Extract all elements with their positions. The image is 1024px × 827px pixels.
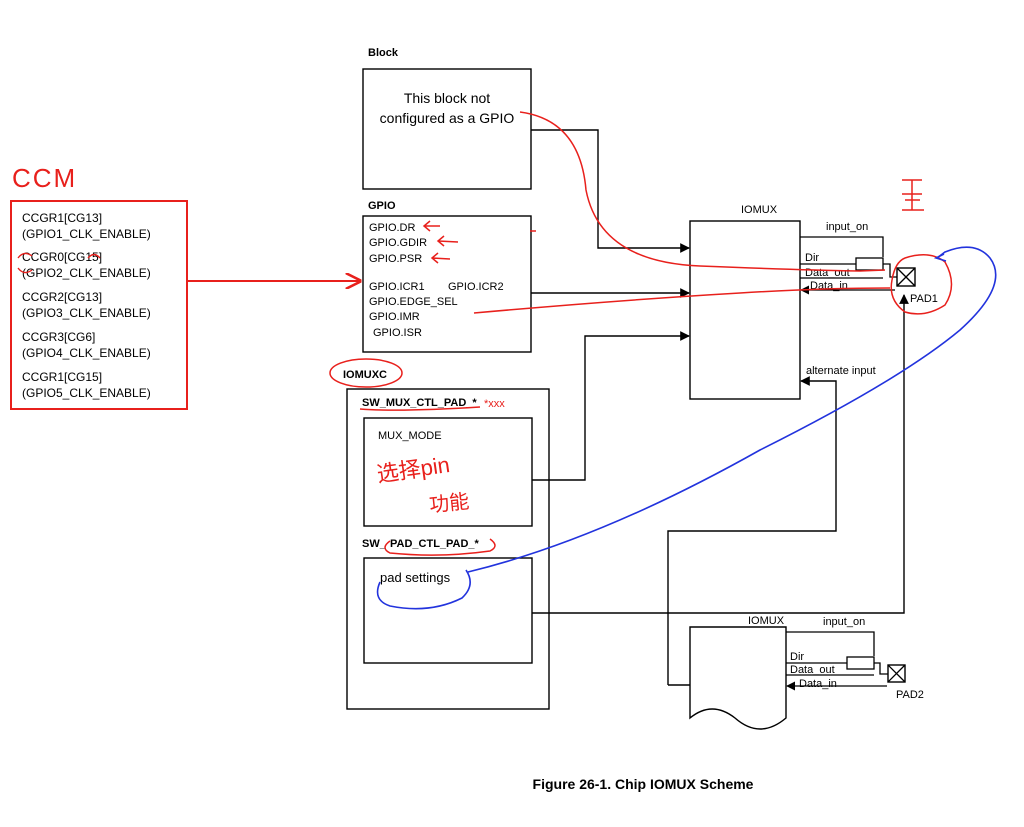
- ccm-entry-reg: CCGR1[CG15]: [22, 370, 102, 384]
- iomux-second-dir: Dir: [790, 651, 804, 663]
- gpio-reg-imr: GPIO.IMR: [369, 311, 420, 323]
- gpio-reg-edge-sel: GPIO.EDGE_SEL: [369, 296, 458, 308]
- io-glyph: [902, 179, 924, 211]
- gdir-arrow-mark: [436, 235, 459, 247]
- pad-ctl-reg-label: PAD_CTL_PAD_*: [390, 538, 480, 550]
- mux-note-line2: 功能: [428, 490, 470, 517]
- input-on-line-2: [786, 631, 875, 656]
- block-to-dataout-curve: [519, 111, 886, 272]
- psr-arrow-mark: [430, 252, 451, 264]
- pad2-label: PAD2: [896, 689, 924, 701]
- iomux-second-group: IOMUX input_on Dir Data_out Data_in PAD2: [689, 615, 924, 730]
- ccm-entry-reg: CCGR0[CG15]: [22, 250, 102, 264]
- mux-suffix-note: *xxx: [484, 398, 505, 410]
- ccm-group: CCM CCGR1[CG13] (GPIO1_CLK_ENABLE) CCGR0…: [10, 163, 360, 410]
- block-to-iomux-arrow: [531, 129, 690, 253]
- mux-note-line1: 选择pin: [375, 452, 451, 487]
- block-title: Block: [368, 47, 399, 59]
- pad-settings-to-pad1-curve: [467, 246, 997, 573]
- iomuxc-box: [346, 388, 550, 710]
- iomux-main-box: [689, 220, 801, 400]
- mux-mode-box: [363, 417, 533, 527]
- iomux-main-data-out: Data_out: [805, 267, 850, 279]
- figure-caption: Figure 26-1. Chip IOMUX Scheme: [533, 776, 754, 792]
- iomux-second-data-in: Data_in: [799, 678, 837, 690]
- pad2-icon: [887, 664, 906, 683]
- mux-ctl-reg-label: SW_MUX_CTL_PAD_*: [362, 397, 477, 409]
- input-on-line: [800, 236, 884, 257]
- pad1-icon: [896, 267, 916, 287]
- gpio-box: [362, 215, 532, 353]
- ccm-entry-reg: CCGR3[CG6]: [22, 330, 95, 344]
- gpio-reg-dr: GPIO.DR: [369, 222, 416, 234]
- pad-ctl-circle: [384, 538, 496, 556]
- ccm-entry: CCGR3[CG6] (GPIO4_CLK_ENABLE): [22, 330, 151, 360]
- ccm-entry-clk: (GPIO5_CLK_ENABLE): [22, 386, 151, 400]
- mux-underline: [359, 406, 481, 411]
- iomux-second-input-on: input_on: [823, 616, 865, 628]
- buffer-to-pad1: [883, 263, 897, 278]
- iomux-main-alt-input: alternate input: [806, 365, 876, 377]
- iomux-main-title: IOMUX: [741, 204, 778, 216]
- ccgr0-squiggle: [17, 252, 101, 274]
- block-box: [362, 68, 532, 190]
- iomuxc-title: IOMUXC: [343, 369, 387, 381]
- pad-settings-to-pad1-arrow: [532, 294, 909, 614]
- dr-arrow-mark: [422, 220, 440, 232]
- alternate-input-arrow: [667, 376, 837, 685]
- connectors: [531, 129, 909, 686]
- red-annotations: [329, 111, 953, 556]
- pad-settings-circle: [376, 569, 471, 610]
- pad2-output-buffer: [846, 656, 875, 670]
- iomuxc-group: IOMUXC SW_MUX_CTL_PAD_* MUX_MODE SW_ PAD…: [343, 369, 550, 710]
- ccm-title: CCM: [12, 163, 77, 193]
- iomux-second-title: IOMUX: [748, 615, 785, 627]
- iomuxc-circle: [329, 358, 403, 388]
- gpio-group: GPIO GPIO.DR GPIO.GDIR GPIO.PSR GPIO.ICR…: [362, 200, 532, 353]
- gpio-title: GPIO: [368, 200, 396, 212]
- ccm-entry-clk: (GPIO3_CLK_ENABLE): [22, 306, 151, 320]
- blue-arrowhead: [933, 253, 947, 262]
- pad-settings-label: pad settings: [380, 570, 451, 585]
- ccm-box: [10, 200, 188, 410]
- gpio-to-pad-stroke: [473, 287, 891, 314]
- pad-ctl-prefix: SW_: [362, 538, 387, 550]
- gpio-reg-gdir: GPIO.GDIR: [369, 237, 427, 249]
- block-group: Block This block not configured as a GPI…: [362, 47, 532, 190]
- ccm-entry: CCGR1[CG13] (GPIO1_CLK_ENABLE): [22, 211, 151, 241]
- iomux-main-group: IOMUX input_on Dir Data_out Data_in alte…: [689, 204, 938, 400]
- iomux-main-input-on: input_on: [826, 221, 868, 233]
- ccm-entry-reg: CCGR2[CG13]: [22, 290, 102, 304]
- pad1-label: PAD1: [910, 293, 938, 305]
- iomux-second-data-out: Data_out: [790, 664, 835, 676]
- ccm-entry: CCGR0[CG15] (GPIO2_CLK_ENABLE): [22, 250, 151, 280]
- gpio-reg-icr1: GPIO.ICR1: [369, 281, 425, 293]
- blue-annotations: [376, 246, 997, 610]
- iomux-main-dir: Dir: [805, 252, 819, 264]
- buffer-to-pad2: [874, 662, 888, 675]
- ccm-entry-clk: (GPIO4_CLK_ENABLE): [22, 346, 151, 360]
- ccm-entry-clk: (GPIO2_CLK_ENABLE): [22, 266, 151, 280]
- ccm-entry-reg: CCGR1[CG13]: [22, 211, 102, 225]
- pad-settings-box: [363, 557, 533, 664]
- gpio-reg-isr: GPIO.ISR: [373, 327, 422, 339]
- gpio-reg-icr2: GPIO.ICR2: [448, 281, 504, 293]
- iomux-second-box: [689, 626, 787, 730]
- block-text-line1: This block not: [404, 90, 490, 106]
- gpio-reg-psr: GPIO.PSR: [369, 253, 422, 265]
- pad1-output-buffer: [855, 257, 884, 271]
- mux-mode-to-iomux-arrow: [532, 331, 690, 481]
- block-text-line2: configured as a GPIO: [380, 110, 515, 126]
- ccm-entry: CCGR2[CG13] (GPIO3_CLK_ENABLE): [22, 290, 151, 320]
- ccm-entry: CCGR1[CG15] (GPIO5_CLK_ENABLE): [22, 370, 151, 400]
- ccm-entry-clk: (GPIO1_CLK_ENABLE): [22, 227, 151, 241]
- mux-mode-label: MUX_MODE: [378, 430, 442, 442]
